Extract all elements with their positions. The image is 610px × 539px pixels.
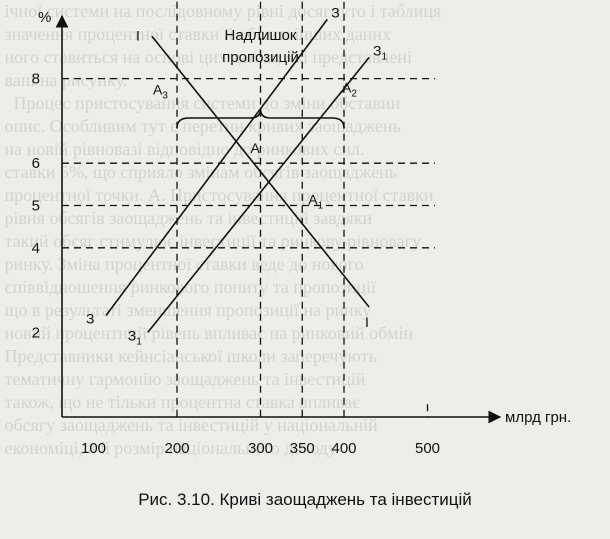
point-label: A xyxy=(251,140,261,156)
curve-investment xyxy=(151,35,370,308)
y-tick-label: 10 xyxy=(23,0,40,3)
annotation-line-2: пропозицій xyxy=(222,49,299,66)
x-tick-label: 350 xyxy=(290,440,315,457)
point-label: A2 xyxy=(342,80,357,100)
x-tick-label: 300 xyxy=(248,440,273,457)
excess-supply-annotation: Надлишок пропозицій xyxy=(176,27,345,129)
x-tick-label: 400 xyxy=(331,440,356,457)
y-tick-label: 2 xyxy=(32,324,40,341)
savings-investment-chart: % млрд грн. 2456810100200300350400500 II… xyxy=(23,0,571,457)
figure-caption: Рис. 3.10. Криві заощаджень та інвестиці… xyxy=(138,490,472,509)
x-tick-label: 500 xyxy=(415,440,440,457)
point-label: A1 xyxy=(308,192,323,212)
x-tick-label: 200 xyxy=(164,440,189,457)
y-tick-label: 6 xyxy=(32,155,40,172)
excess-supply-brace xyxy=(176,108,345,129)
curve-savings xyxy=(105,18,328,316)
curve-end-label: I xyxy=(365,314,369,330)
point-label: A3 xyxy=(153,82,168,102)
axes: % млрд грн. xyxy=(38,9,571,426)
x-tick-label: 100 xyxy=(81,440,106,457)
x-axis-label: млрд грн. xyxy=(505,409,571,426)
curve-end-label: З1 xyxy=(373,42,387,62)
y-tick-label: 8 xyxy=(32,71,40,88)
dashed-guide-lines xyxy=(62,0,435,417)
curve-start-label: З xyxy=(86,310,94,326)
curve-savings-shifted xyxy=(147,56,370,333)
curve-start-label: I xyxy=(136,27,140,43)
tick-labels: 2 4 5 6 8 10 100 200 300 350 400 500 xyxy=(23,0,440,457)
curve-start-label: З1 xyxy=(128,327,142,347)
y-tick-label: 4 xyxy=(32,240,40,257)
curve-end-label: З xyxy=(331,4,339,20)
y-tick-label: 5 xyxy=(32,198,40,215)
y-axis-label: % xyxy=(38,9,51,26)
annotation-line-1: Надлишок xyxy=(225,27,297,44)
point-labels: A A1 A2 A3 xyxy=(153,80,357,212)
